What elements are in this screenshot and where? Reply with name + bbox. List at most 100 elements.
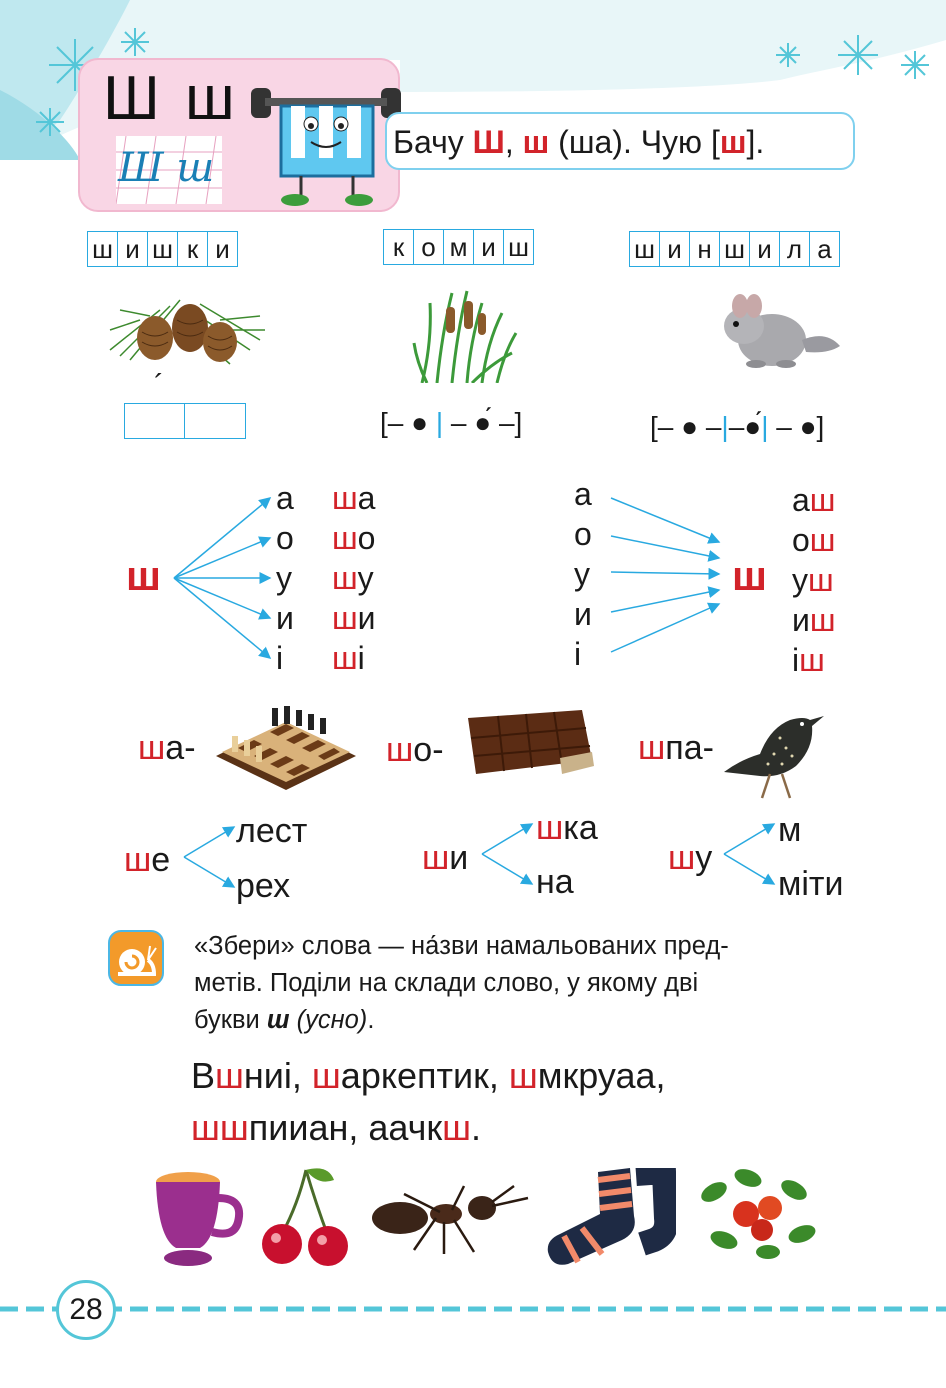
- scrambled-part: мкруаа,: [537, 1055, 666, 1096]
- branch-ending: на: [536, 863, 574, 901]
- scrambled-line-2: шшпииан, аачкш.: [191, 1102, 666, 1154]
- letter-cell: ш: [508, 232, 529, 262]
- syllable-consonant: ш: [332, 480, 358, 516]
- syllable: иш: [792, 600, 836, 640]
- word-box-komysh: к о м и ш: [383, 229, 534, 265]
- task-line: букви ш (усно).: [194, 1002, 874, 1039]
- scheme-divider: |: [428, 407, 444, 438]
- vowel: о: [574, 516, 592, 552]
- branch-ending: м: [778, 811, 802, 849]
- syllable-consonant: ш: [332, 640, 358, 676]
- vowel: у: [276, 560, 292, 596]
- sentence-part: ,: [504, 124, 523, 160]
- pine-cones-image: [109, 299, 265, 365]
- syllable-consonant: ш: [808, 562, 834, 598]
- sentence-sound: ш: [719, 124, 747, 160]
- prefix-letter: ш: [138, 729, 166, 767]
- syllable-vowel: у: [792, 562, 808, 598]
- branch-top-2: шка: [536, 808, 598, 848]
- syllable-consonant: ш: [332, 520, 358, 556]
- scheme-part: ●́: [744, 411, 762, 442]
- syllable-cell: [124, 403, 185, 439]
- sentence-letter-upper: Ш: [472, 124, 505, 160]
- syllable: ша: [332, 478, 376, 518]
- branch-bottom-3: міти: [778, 864, 844, 904]
- letter-cell: к: [178, 232, 208, 266]
- stem-rest: и: [449, 839, 469, 877]
- cup-image: [156, 1172, 243, 1266]
- prefix-sho: шо-: [386, 730, 444, 770]
- prefix-sha: ша-: [138, 728, 196, 768]
- letter-cell: ш: [720, 232, 750, 266]
- sentence-frame: [385, 112, 855, 170]
- prefix-shpa: шпа-: [638, 728, 714, 768]
- right-syllables: аш ош уш иш іш: [792, 480, 836, 680]
- branch-red-letter: ш: [536, 809, 564, 847]
- syllable: ши: [332, 598, 376, 638]
- syllable-consonant: ш: [809, 522, 836, 558]
- right-consonant: ш: [732, 552, 768, 599]
- cherries-image: [262, 1168, 348, 1266]
- scheme-part: –]: [491, 407, 523, 438]
- syllable-consonant: ш: [809, 482, 836, 518]
- left-vowels: а о у и і: [276, 478, 294, 678]
- syllable: шо: [332, 518, 376, 558]
- stem-rest: е: [151, 841, 171, 879]
- letter-cell: к: [384, 230, 414, 264]
- scrambled-red: ш: [442, 1107, 472, 1148]
- branch-ending: лест: [236, 812, 308, 850]
- scheme-part: –: [768, 411, 800, 442]
- sound-scheme-shynshyla: [– ● –|–●́| – ●]: [650, 410, 824, 444]
- ant-image: [372, 1184, 529, 1254]
- syllable: іш: [792, 640, 836, 680]
- stem-rest: у: [695, 839, 713, 877]
- letter-cell: и: [215, 234, 230, 264]
- task-line: метів. Поділи на склади слово, у якому д…: [194, 969, 699, 997]
- stem-letter: ш: [422, 839, 450, 877]
- task-text: букви: [194, 1006, 267, 1034]
- sentence-part: (ша). Чую [: [549, 124, 720, 160]
- branch-ending: рех: [236, 867, 291, 905]
- syllable-vowel: и: [357, 600, 376, 636]
- chinchilla-image: [724, 294, 840, 368]
- task-instructions: «Збери» слова — на́зви намальованих пред…: [194, 928, 874, 1039]
- right-vowels: а о у и і: [574, 474, 592, 674]
- right-arrows: [610, 497, 721, 653]
- header-wave-decoration: [0, 0, 946, 160]
- stem-letter: ш: [668, 839, 696, 877]
- syllable-consonant: ш: [799, 642, 825, 678]
- scheme-part: ●: [681, 411, 699, 442]
- syllable: шу: [332, 558, 376, 598]
- letter-cell: м: [444, 230, 474, 264]
- prefix-letter: ш: [386, 731, 414, 769]
- syllable-vowel: а: [357, 480, 376, 516]
- letter-cell: ш: [630, 232, 660, 266]
- syllable-consonant: ш: [332, 560, 358, 596]
- branch-stem-shu: шу: [668, 838, 712, 878]
- cursive-lines: [116, 136, 222, 204]
- branch-top-3: м: [778, 810, 801, 850]
- letter-cell: а: [817, 234, 832, 264]
- starling-image: [724, 716, 824, 799]
- task-letter: ш: [266, 1006, 290, 1034]
- letter-cell: ш: [88, 232, 118, 266]
- vowel: и: [574, 596, 592, 632]
- branch-ending: ка: [563, 809, 598, 847]
- scrambled-part: ниі,: [243, 1055, 312, 1096]
- left-arrows: [173, 497, 272, 659]
- vowel: а: [574, 476, 592, 512]
- syllable: аш: [792, 480, 836, 520]
- branch-bottom-2: на: [536, 862, 574, 902]
- branch-stem-shy: ши: [422, 838, 468, 878]
- scheme-part: –: [698, 411, 722, 442]
- word-box-shynshyla: ш и н ш и л а: [629, 231, 840, 267]
- scrambled-part: аркептик,: [340, 1055, 509, 1096]
- left-consonant: ш: [126, 552, 162, 599]
- scheme-part: –: [728, 411, 745, 442]
- snail-icon: [108, 930, 164, 986]
- vowel: і: [276, 640, 284, 676]
- page-number: 28: [56, 1280, 116, 1340]
- syllable-vowel: а: [792, 482, 810, 518]
- print-letters: Ш ш: [103, 64, 239, 133]
- syllable: уш: [792, 560, 836, 600]
